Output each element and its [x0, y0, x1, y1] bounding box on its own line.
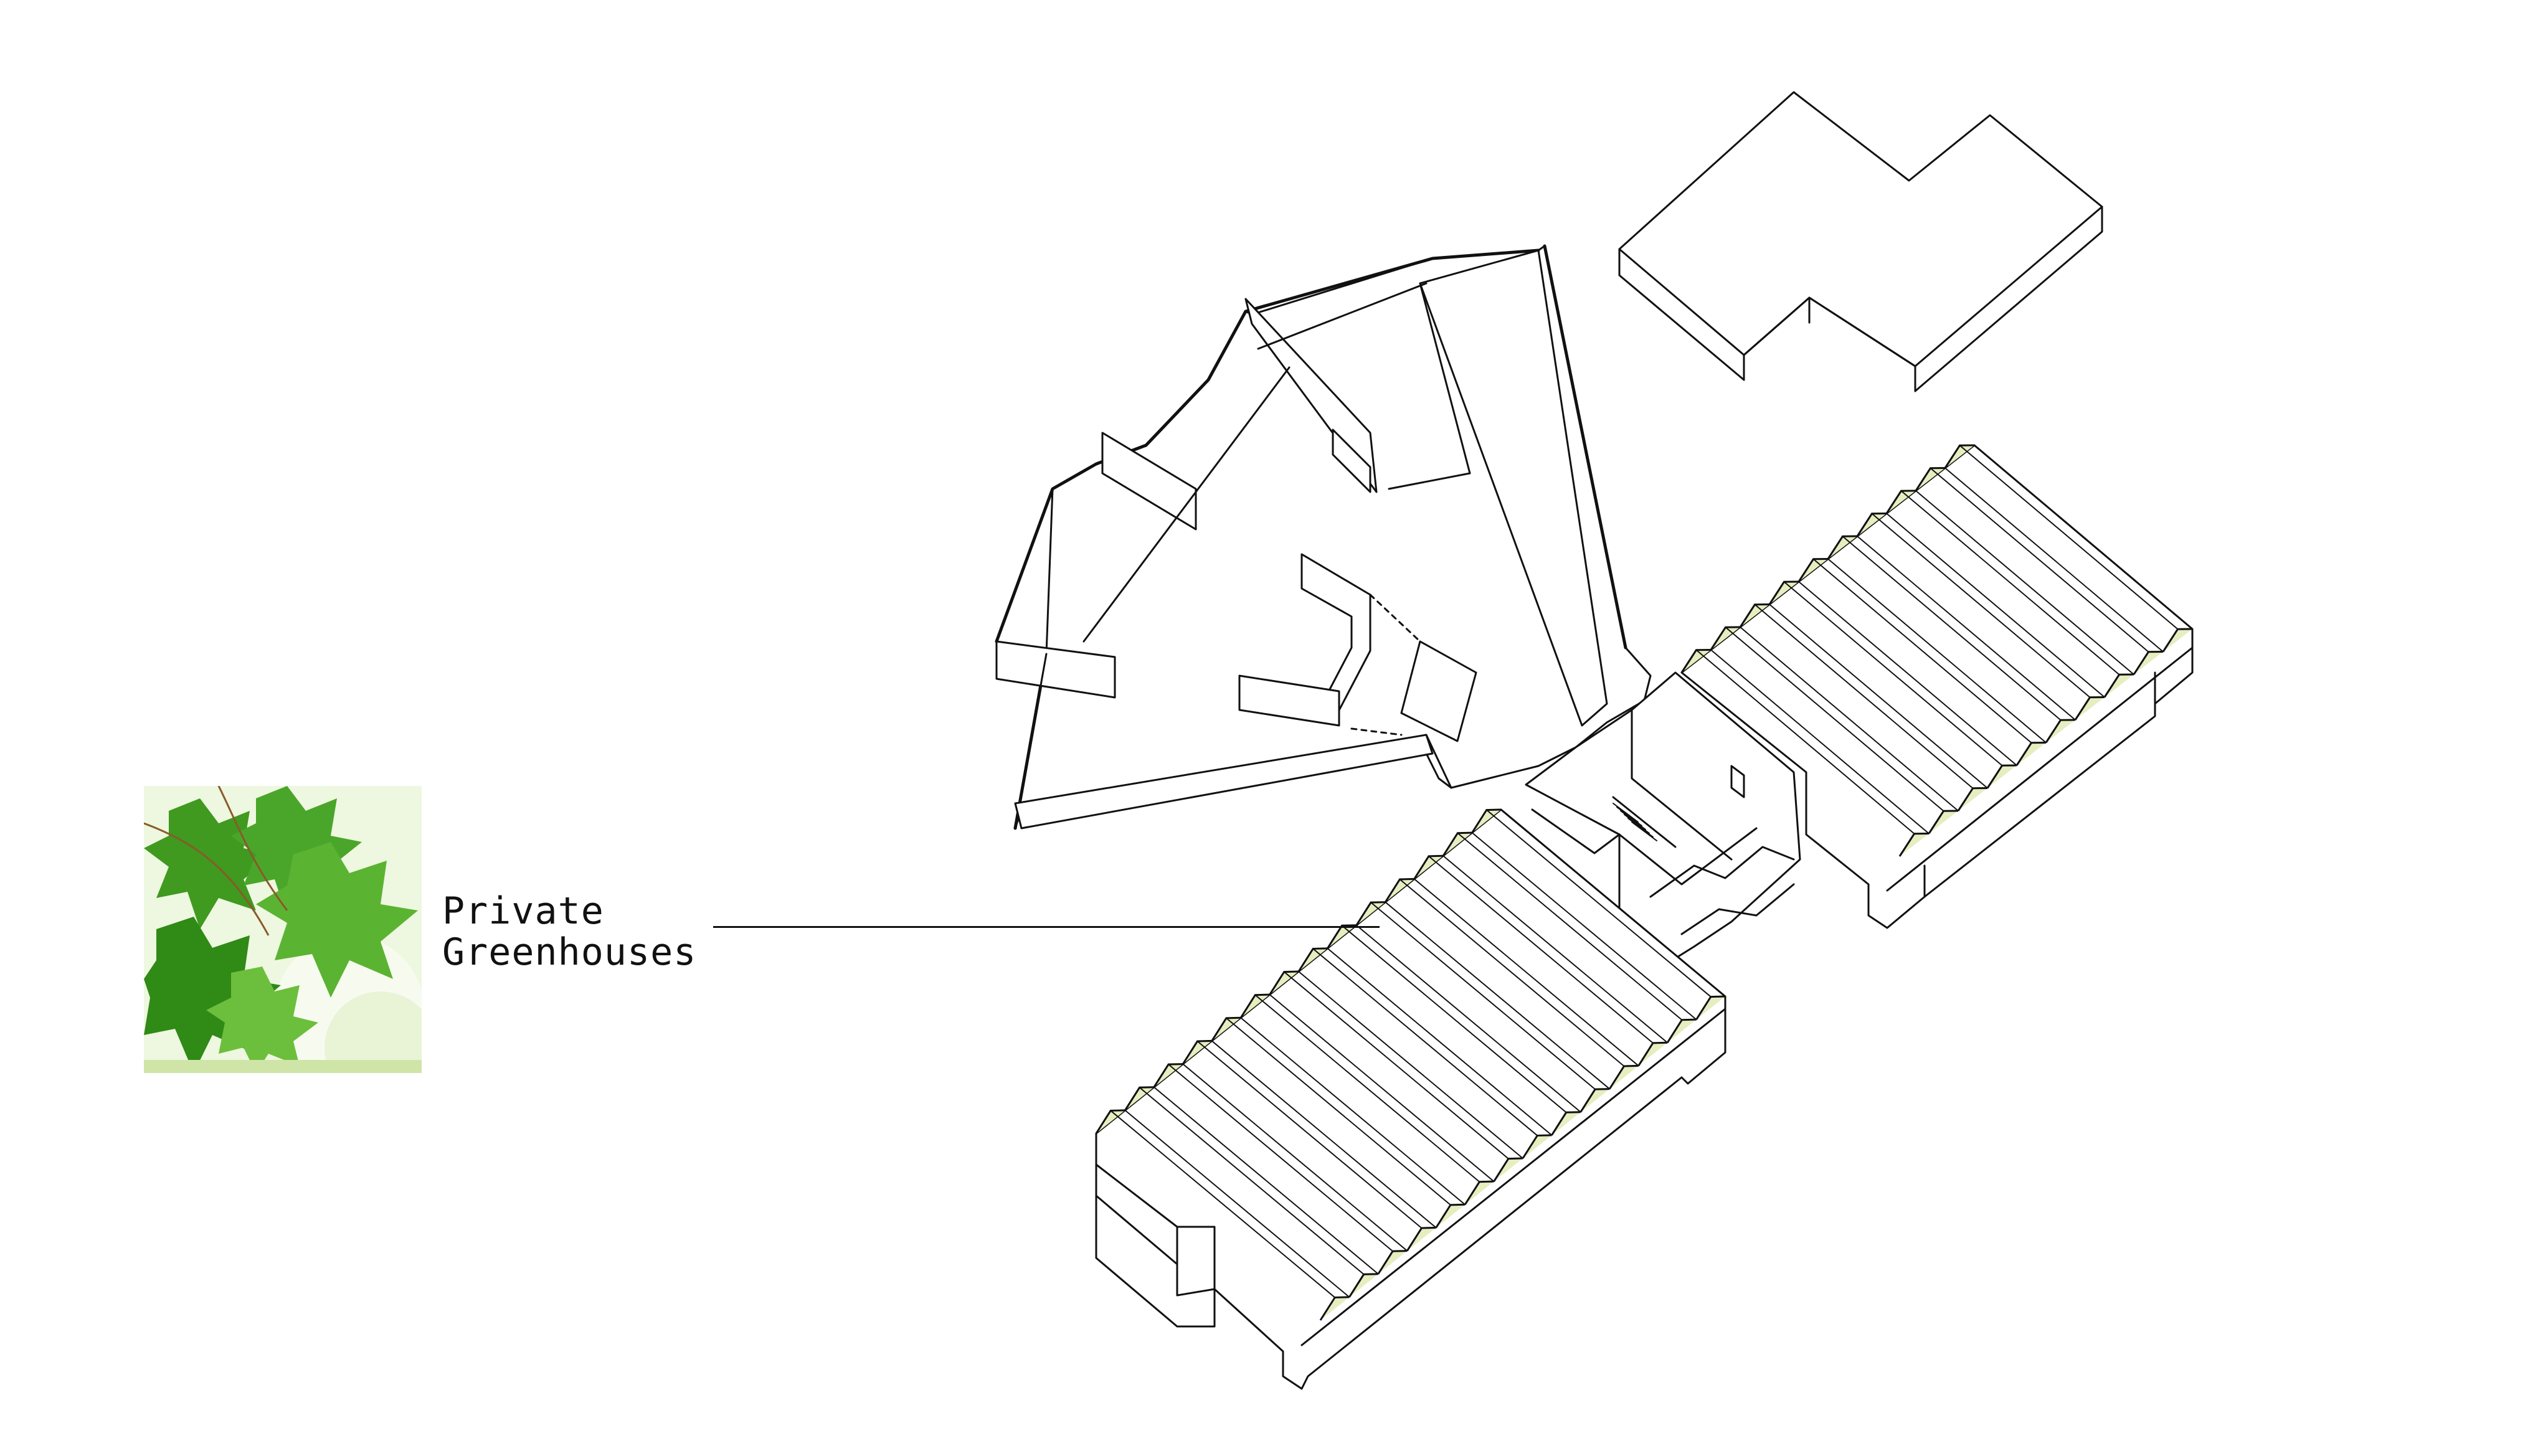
- greenhouse-legend-label: Private Greenhouses: [442, 891, 696, 973]
- roof-valley-line: [1153, 1086, 1379, 1275]
- greenhouse-bar-lower: [1095, 808, 1726, 1390]
- greenhouse-roof-upper: [1680, 444, 2193, 857]
- label-line-2: Greenhouses: [442, 930, 697, 974]
- roof-valley-line: [1710, 649, 1930, 834]
- roof-valley-line: [1211, 1040, 1437, 1229]
- roof-valley-line: [1414, 878, 1639, 1067]
- roof-ridge-line: [1486, 809, 1712, 998]
- maple-leaves-icon: [144, 786, 422, 1073]
- central-connector: [1525, 671, 1801, 979]
- roof-valley-line: [1974, 445, 2193, 630]
- roof-tooth-near: [1153, 1063, 1183, 1088]
- roof-valley-line: [1269, 994, 1495, 1182]
- roof-ridge-line: [1871, 513, 2091, 698]
- roof-valley-line: [1500, 809, 1726, 997]
- roof-tooth-near: [1095, 1109, 1125, 1134]
- label-line-1: Private: [442, 889, 604, 933]
- roof-ridge-line: [1900, 490, 2120, 676]
- roof-tooth-near: [1355, 901, 1386, 926]
- roof-ridge-line: [1139, 1087, 1365, 1275]
- roof-ridge-line: [1725, 626, 1944, 812]
- roof-ridge-line: [1695, 649, 1915, 834]
- roof-valley-line: [1124, 1110, 1350, 1298]
- leaf-photo-swatch: [144, 786, 422, 1073]
- roof-ridge-line: [1226, 1018, 1451, 1206]
- roof-valley-line: [1182, 1063, 1408, 1252]
- roof-ridge-line: [1312, 948, 1538, 1137]
- roof-valley-line: [1327, 948, 1553, 1136]
- roof-ridge-line: [1812, 558, 2032, 744]
- roof-valley-line: [1471, 832, 1697, 1020]
- roof-valley-line: [1944, 467, 2164, 653]
- callout-leader-line: [713, 926, 1380, 928]
- roof-tooth-far: [1551, 1111, 1581, 1136]
- greenhouse-roof-lower: [1095, 808, 1726, 1321]
- fan-hall: [995, 244, 1652, 830]
- roof-tooth-far: [1435, 1203, 1466, 1229]
- roof-valley-line: [1769, 603, 1988, 789]
- roof-ridge-line: [1959, 445, 2179, 630]
- roof-ridge-line: [1341, 925, 1567, 1113]
- roof-valley-line: [1740, 626, 1959, 811]
- roof-valley-line: [1827, 558, 2047, 744]
- roof-ridge-line: [1930, 467, 2149, 653]
- detached-block: [1618, 91, 2103, 392]
- roof-ridge-line: [1254, 994, 1480, 1183]
- roof-valley-line: [1385, 901, 1610, 1090]
- roof-ridge-line: [1399, 879, 1625, 1067]
- roof-ridge-line: [1783, 581, 2003, 767]
- roof-valley-line: [1915, 490, 2134, 675]
- roof-valley-line: [1886, 513, 2105, 698]
- roof-ridge-line: [1284, 971, 1509, 1160]
- roof-ridge-line: [1168, 1064, 1393, 1252]
- roof-valley-line: [1240, 1017, 1466, 1206]
- roof-valley-line: [1442, 855, 1668, 1044]
- roof-valley-line: [1356, 924, 1581, 1113]
- roof-ridge-line: [1110, 1110, 1335, 1298]
- roof-ridge-line: [1196, 1041, 1423, 1229]
- roof-tooth-near: [1297, 947, 1328, 972]
- roof-tooth-far: [1695, 995, 1726, 1020]
- roof-tooth-far: [1348, 1273, 1378, 1298]
- roof-ridge-line: [1457, 832, 1683, 1021]
- roof-tooth-far: [1493, 1157, 1523, 1182]
- roof-ridge-line: [1428, 856, 1654, 1044]
- roof-valley-line: [1298, 971, 1523, 1159]
- roof-ridge-line: [1370, 902, 1596, 1090]
- roof-ridge-line: [1842, 536, 2062, 721]
- roof-tooth-far: [1637, 1041, 1668, 1067]
- roof-valley-line: [1857, 536, 2076, 721]
- roof-valley-line: [1798, 581, 2017, 766]
- roof-ridge-line: [1754, 603, 1974, 789]
